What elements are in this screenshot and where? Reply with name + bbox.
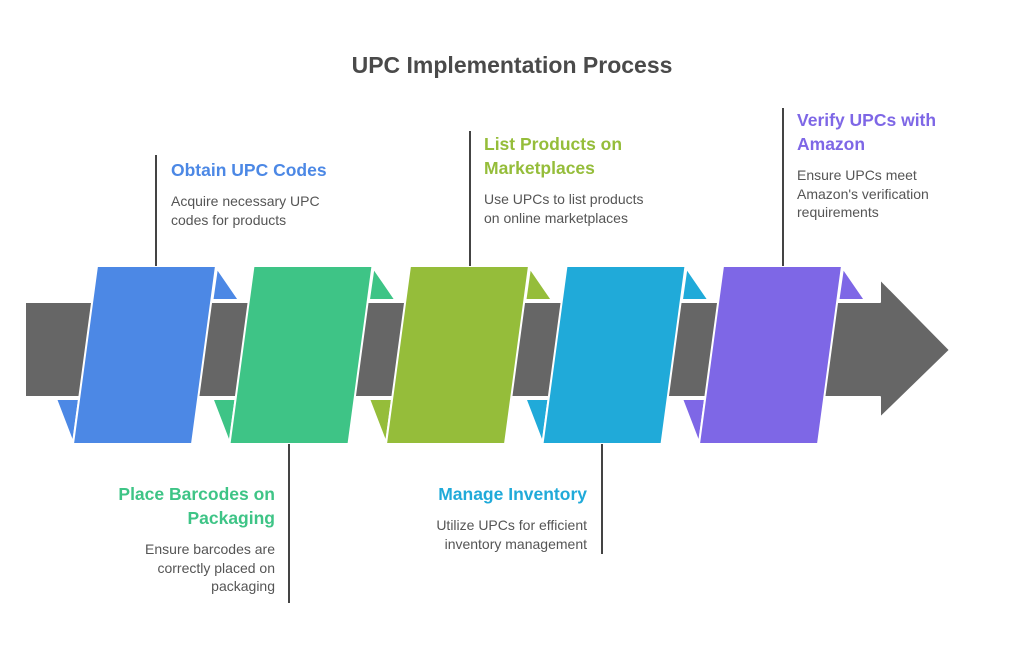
step-panel-3	[385, 265, 530, 445]
step-heading: Verify UPCs with Amazon	[797, 110, 937, 154]
fold-top-3	[524, 267, 553, 301]
step-heading: Place Barcodes on Packaging	[118, 484, 275, 528]
step-description: Ensure UPCs meet Amazon's verification r…	[797, 167, 929, 220]
fold-top-4	[680, 267, 710, 301]
step-heading: List Products on Marketplaces	[484, 134, 623, 178]
step-label-list-products: List Products on Marketplaces Use UPCs t…	[484, 132, 659, 227]
step-label-verify-upcs: Verify UPCs with Amazon Ensure UPCs meet…	[797, 108, 972, 222]
step-panel-4	[541, 265, 687, 445]
step-panel-5	[698, 265, 843, 445]
step-label-place-barcodes: Place Barcodes on Packaging Ensure barco…	[100, 482, 275, 596]
step-label-obtain-upc-codes: Obtain UPC Codes Acquire necessary UPC c…	[171, 158, 346, 229]
diagram-title: UPC Implementation Process	[351, 52, 673, 78]
fold-top-1	[211, 267, 240, 301]
step-description: Utilize UPCs for efficient inventory man…	[436, 517, 587, 552]
step-description: Ensure barcodes are correctly placed on …	[145, 541, 275, 594]
step-description: Acquire necessary UPC codes for products	[171, 193, 320, 228]
arrow-head	[821, 278, 951, 419]
step-panel-2	[228, 265, 374, 445]
step-heading: Obtain UPC Codes	[171, 160, 327, 180]
fold-top-2	[367, 267, 397, 301]
panel-layer	[72, 265, 843, 445]
fold-top-5	[837, 267, 866, 301]
step-panel-1	[72, 265, 217, 445]
step-label-manage-inventory: Manage Inventory Utilize UPCs for effici…	[412, 482, 587, 553]
connector-line-layer	[155, 108, 784, 603]
step-description: Use UPCs to list products on online mark…	[484, 191, 644, 226]
step-heading: Manage Inventory	[438, 484, 587, 504]
